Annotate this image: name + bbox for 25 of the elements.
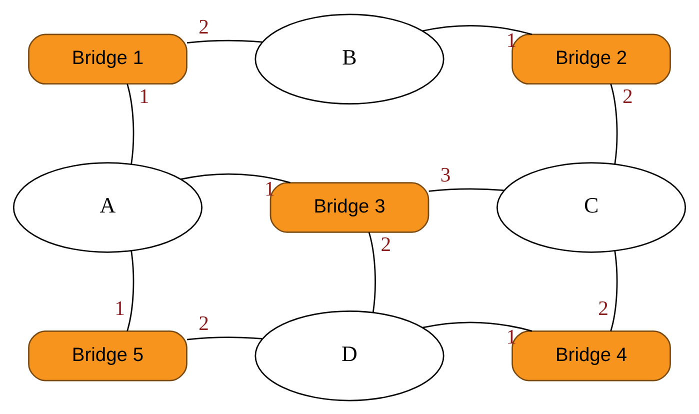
node-ellipse: C: [496, 162, 686, 252]
connector: [610, 250, 618, 331]
node-ellipse: A: [12, 162, 203, 252]
node-ellipse: B: [254, 13, 444, 104]
edge-label: 2: [622, 85, 633, 108]
edge-label: 1: [114, 298, 125, 320]
edge-label: 2: [198, 312, 209, 335]
node-box: Bridge 5: [28, 330, 188, 381]
edge-label: 2: [598, 298, 608, 320]
edge-label: 2: [198, 16, 209, 38]
node-ellipse: D: [254, 310, 444, 401]
edge-label: 3: [440, 164, 451, 186]
connector: [126, 83, 134, 164]
connector: [610, 83, 618, 164]
connector: [187, 336, 262, 340]
connector: [422, 321, 532, 332]
connector: [422, 24, 532, 35]
edge-label: 2: [380, 234, 392, 256]
connector: [187, 39, 262, 43]
connector: [368, 232, 376, 312]
edge-label: 1: [138, 85, 150, 108]
node-box: Bridge 1: [28, 33, 188, 84]
connector: [180, 172, 290, 183]
connector: [126, 250, 134, 331]
connector: [428, 188, 504, 192]
